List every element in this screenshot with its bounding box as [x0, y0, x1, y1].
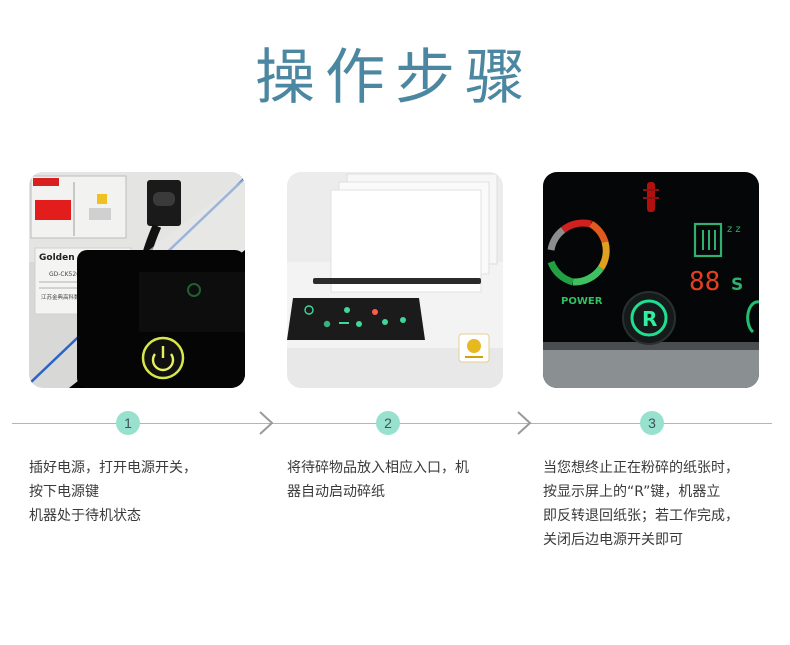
power-label: POWER: [561, 296, 603, 307]
page-title: 操作步骤: [255, 43, 535, 113]
step-1-line: 插好电源，打开电源开关，: [29, 460, 197, 476]
step-3-badge: 3: [640, 411, 664, 435]
step-1-description: 插好电源，打开电源开关， 按下电源键 机器处于待机状态: [29, 456, 254, 528]
brand-label: Golden: [39, 253, 75, 263]
step-1-line: 按下电源键: [29, 484, 99, 500]
step-3-line: 即反转退回纸张；若工作完成，: [543, 508, 739, 524]
step-2-line: 将待碎物品放入相应入口，机: [287, 460, 469, 476]
step-1-line: 机器处于待机状态: [29, 508, 141, 524]
maker-label: 江苏金典高科数码: [41, 293, 86, 301]
step-2-photo: [287, 172, 503, 388]
sleep-zz: z z: [727, 224, 741, 235]
chevron-right-icon: [517, 411, 532, 435]
chevron-right-icon: [259, 411, 274, 435]
step-2-description: 将待碎物品放入相应入口，机 器自动启动碎纸: [287, 456, 512, 504]
power-gauge-icon: [547, 219, 610, 286]
step-3-line: 关闭后边电源开关即可: [543, 532, 683, 548]
step-3-line: 按显示屏上的“R”键，机器立: [543, 484, 721, 500]
step-2-line: 器自动启动碎纸: [287, 484, 385, 500]
timer-unit: S: [731, 275, 743, 295]
step-3-description: 当您想终止正在粉碎的纸张时， 按显示屏上的“R”键，机器立 即反转退回纸张；若工…: [543, 456, 768, 552]
step-2-badge: 2: [376, 411, 400, 435]
timer-digits: 88: [689, 267, 720, 297]
step-1-photo: Golden GD-CK520 江苏金典高科数码 金典: [29, 172, 245, 388]
step-3-photo: POWER z z 88 S R: [543, 172, 759, 388]
reverse-r-button: R: [642, 307, 657, 331]
model-label: GD-CK520: [49, 271, 80, 278]
step-1-badge: 1: [116, 411, 140, 435]
step-3-line: 当您想终止正在粉碎的纸张时，: [543, 460, 739, 476]
